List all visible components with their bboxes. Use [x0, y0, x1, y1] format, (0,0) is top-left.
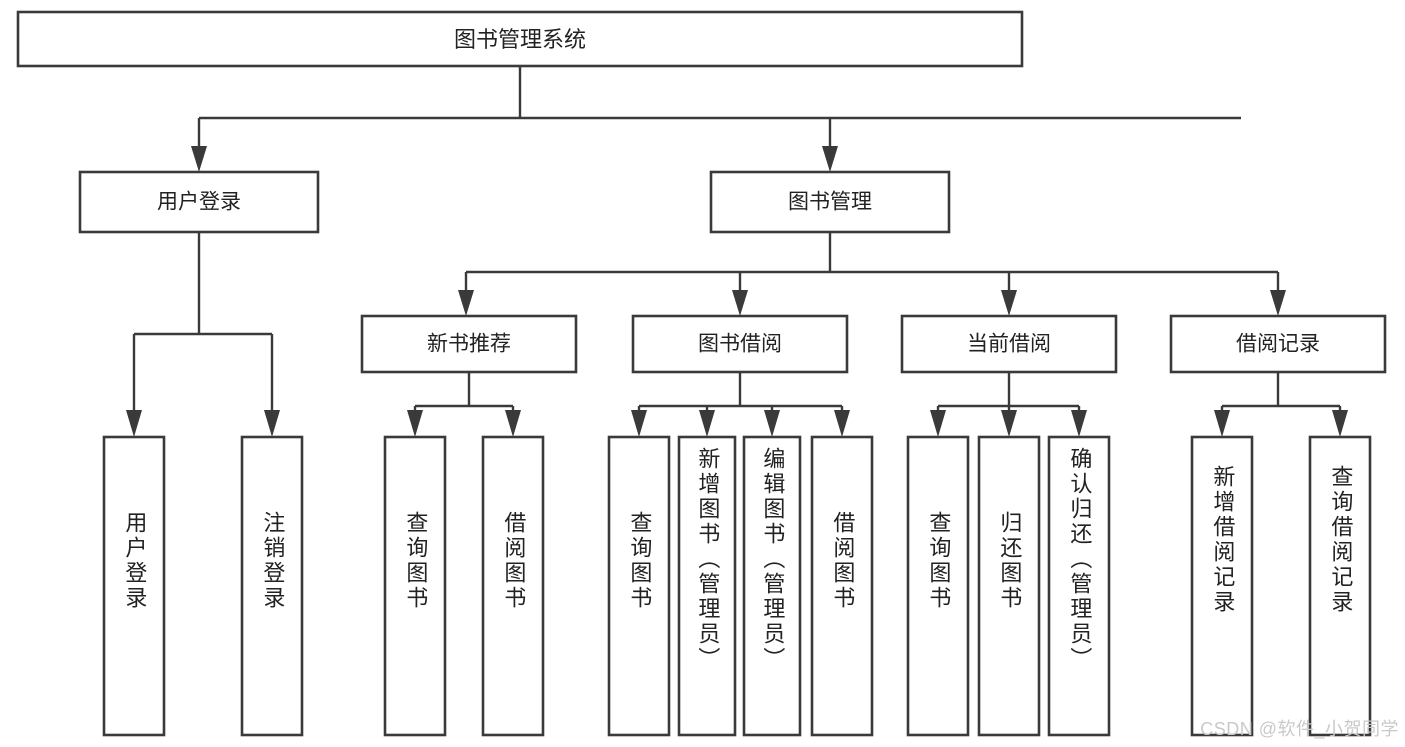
node-user-login-box	[78, 170, 320, 234]
arrow-to-leaf-borrow-4	[834, 410, 850, 437]
node-book-manage-label: 图书管理	[788, 191, 872, 214]
leaf-box-user-login-1[interactable]	[102, 435, 166, 737]
arrow-to-leaf-current-1	[930, 410, 946, 437]
arrow-to-leaf-borrow-1	[631, 410, 647, 437]
arrow-to-leaf-recommend-1	[407, 410, 423, 437]
node-user-login[interactable]: 用户登录	[78, 170, 320, 234]
node-borrow-record-label: 借阅记录	[1236, 333, 1320, 356]
arrow-to-current-borrow	[1001, 290, 1017, 316]
arrow-to-leaf-record-2	[1332, 410, 1348, 437]
node-book-borrow-label: 图书借阅	[698, 333, 782, 356]
leaf-box-current-1[interactable]	[906, 435, 970, 737]
arrow-to-leaf-user-login-2	[264, 410, 280, 437]
connector-new-book-recommend-to-leaves	[407, 372, 521, 437]
node-current-borrow-box	[900, 314, 1118, 374]
connector-current-borrow-to-leaves	[930, 372, 1087, 437]
connector-user-login-to-leaves	[126, 232, 280, 437]
connector-borrow-record-to-leaves	[1214, 372, 1348, 437]
leaf-box-record-2[interactable]	[1308, 435, 1372, 737]
leaf-box-current-3[interactable]	[1047, 435, 1111, 737]
connector-book-manage-to-level3	[458, 232, 1286, 316]
leaf-box-borrow-1[interactable]	[607, 435, 671, 737]
arrow-to-leaf-current-3	[1071, 410, 1087, 437]
node-root-label: 图书管理系统	[454, 27, 586, 52]
arrow-to-leaf-recommend-2	[505, 410, 521, 437]
node-root[interactable]: 图书管理系统	[16, 10, 1024, 68]
node-root-box	[16, 10, 1024, 68]
node-current-borrow[interactable]: 当前借阅	[900, 314, 1118, 374]
arrow-to-leaf-user-login-1	[126, 410, 142, 437]
node-borrow-record[interactable]: 借阅记录	[1169, 314, 1387, 374]
arrow-to-book-manage	[822, 146, 838, 172]
arrow-to-book-borrow	[732, 290, 748, 316]
arrow-to-leaf-borrow-2	[699, 410, 715, 437]
leaf-box-borrow-4[interactable]	[810, 435, 874, 737]
node-user-login-label: 用户登录	[157, 191, 241, 214]
leaf-box-borrow-2[interactable]	[677, 435, 737, 737]
leaf-box-record-1[interactable]	[1190, 435, 1254, 737]
arrow-to-leaf-current-2	[1001, 410, 1017, 437]
node-current-borrow-label: 当前借阅	[967, 333, 1051, 356]
arrow-to-borrow-record	[1270, 290, 1286, 316]
connector-root-to-level2	[191, 66, 1241, 172]
node-new-book-recommend-label: 新书推荐	[427, 333, 511, 356]
leaf-box-user-login-2[interactable]	[240, 435, 304, 737]
connector-book-borrow-to-leaves	[631, 372, 850, 437]
csdn-watermark: CSDN @软件_小贺同学	[1200, 719, 1399, 739]
arrow-to-new-book-recommend	[458, 290, 474, 316]
node-new-book-recommend-box	[360, 314, 578, 374]
arrow-to-leaf-borrow-3	[764, 410, 780, 437]
node-book-manage[interactable]: 图书管理	[709, 170, 951, 234]
leaf-box-current-2[interactable]	[977, 435, 1041, 737]
arrow-to-user-login	[191, 146, 207, 172]
node-book-borrow[interactable]: 图书借阅	[631, 314, 849, 374]
leaf-box-recommend-2[interactable]	[481, 435, 545, 737]
leaf-box-borrow-3[interactable]	[742, 435, 802, 737]
leaf-box-recommend-1[interactable]	[383, 435, 447, 737]
arrow-to-leaf-record-1	[1214, 410, 1230, 437]
node-new-book-recommend[interactable]: 新书推荐	[360, 314, 578, 374]
